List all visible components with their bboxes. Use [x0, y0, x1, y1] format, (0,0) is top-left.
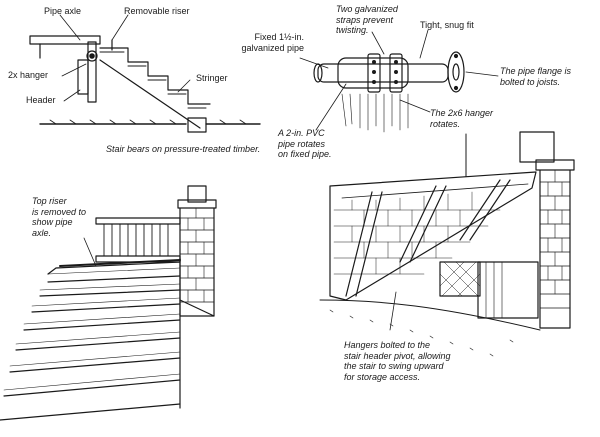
label-fixed-pipe: Fixed 1½-in. galvanized pipe	[241, 32, 304, 53]
pipe-detail-drawing	[299, 29, 499, 133]
label-pvc-pipe: A 2-in. PVC pipe rotates on fixed pipe.	[278, 128, 332, 159]
label-top-riser-removed: Top riser is removed to show pipe axle.	[32, 196, 87, 238]
label-stringer: Stringer	[196, 73, 228, 83]
caption-pressure-treated-timber: Stair bears on pressure-treated timber.	[106, 144, 261, 154]
label-pipe-flange: The pipe flange is bolted to joists.	[500, 66, 572, 87]
stair-section-drawing	[29, 14, 261, 133]
label-2x-hanger: 2x hanger	[8, 70, 49, 80]
label-galvanized-straps: Two galvanized straps prevent twisting.	[336, 4, 398, 35]
label-hanger-rotates: The 2x6 hanger rotates.	[430, 108, 494, 129]
label-snug-fit: Tight, snug fit	[420, 20, 474, 30]
stair-view-drawing	[0, 185, 217, 421]
label-removable-riser: Removable riser	[124, 6, 190, 16]
label-header: Header	[26, 95, 56, 105]
caption-hangers-pivot: Hangers bolted to the stair header pivot…	[344, 340, 451, 382]
label-pipe-axle: Pipe axle	[44, 6, 82, 16]
raised-stair-drawing	[319, 131, 575, 357]
